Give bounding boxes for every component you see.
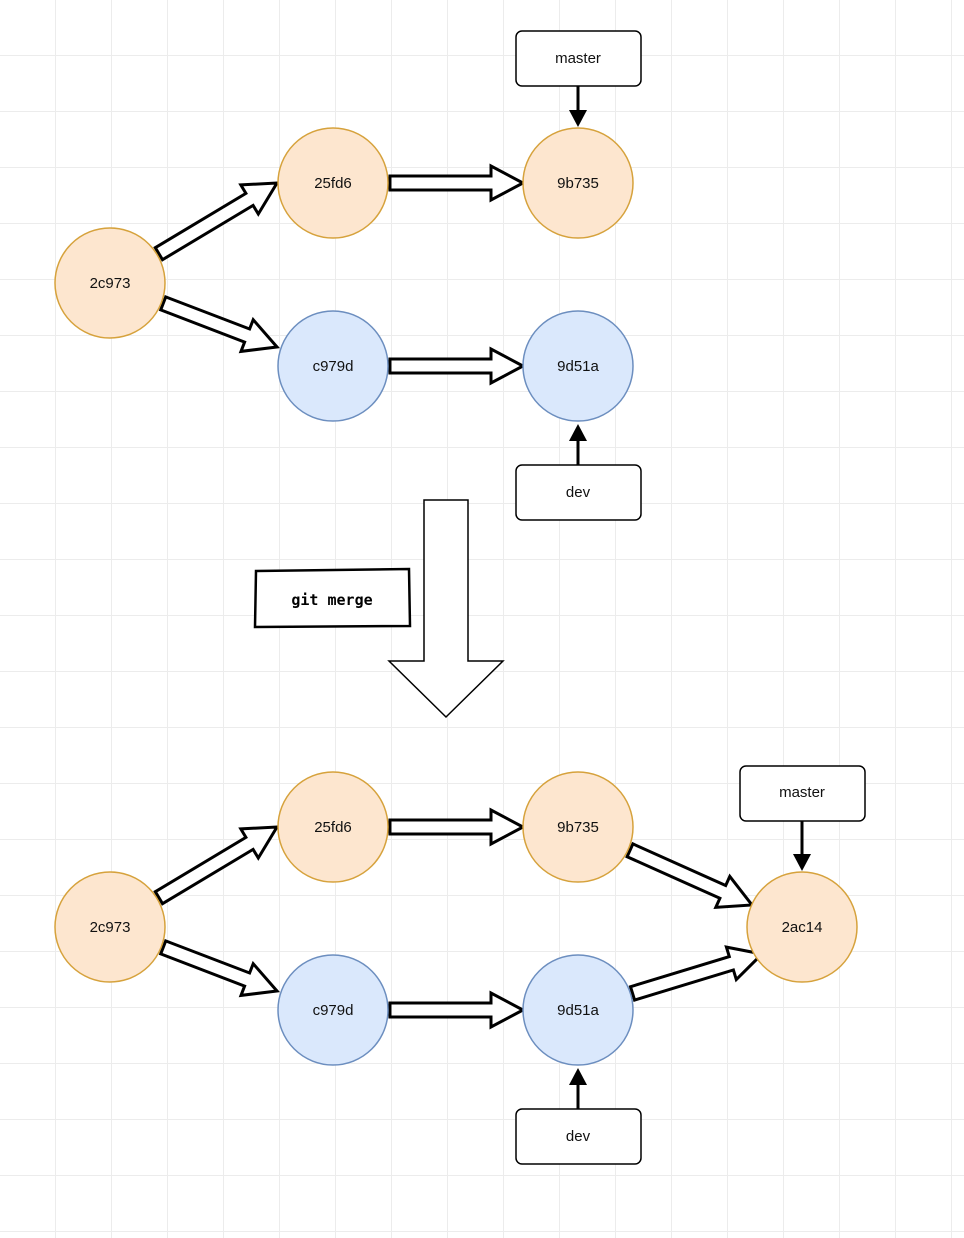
arrow-2c973-to-c979d bbox=[158, 938, 280, 998]
before-graph: master dev 2c973 25fd6 9b735 c979d bbox=[54, 30, 642, 521]
commit-circle bbox=[522, 127, 634, 239]
command-box bbox=[253, 567, 412, 629]
arrow-25fd6-to-9b735 bbox=[388, 807, 527, 847]
commit-circle bbox=[277, 954, 389, 1066]
commit-node: 9d51a bbox=[522, 954, 634, 1066]
commit-id: 2c973 bbox=[90, 275, 131, 292]
branch-pointer-master: master bbox=[739, 765, 866, 871]
arrow-2c973-to-25fd6 bbox=[153, 825, 280, 906]
commit-id: 25fd6 bbox=[314, 819, 352, 836]
arrow-9b735-to-2ac14 bbox=[625, 841, 755, 910]
commit-id: 9d51a bbox=[557, 358, 599, 375]
commit-circle bbox=[746, 871, 858, 983]
commit-node: 2c973 bbox=[54, 227, 166, 339]
commit-circle bbox=[54, 871, 166, 983]
commit-circle bbox=[54, 227, 166, 339]
commit-node: 9b735 bbox=[522, 771, 634, 883]
dev-label: dev bbox=[566, 484, 591, 501]
branch-pointer-master: master bbox=[515, 30, 642, 127]
commit-node: c979d bbox=[277, 954, 389, 1066]
dev-label: dev bbox=[566, 1128, 591, 1145]
branch-pointer-dev: dev bbox=[515, 424, 642, 521]
arrow-2c973-to-c979d bbox=[158, 294, 280, 354]
commit-node: 9d51a bbox=[522, 310, 634, 422]
commit-node: c979d bbox=[277, 310, 389, 422]
master-pointer-head bbox=[793, 854, 811, 871]
arrow-9d51a-to-2ac14 bbox=[628, 945, 766, 1002]
master-label: master bbox=[555, 50, 601, 67]
commit-id: 2ac14 bbox=[782, 919, 823, 936]
commit-node: 25fd6 bbox=[277, 771, 389, 883]
commit-circle bbox=[277, 127, 389, 239]
merge-command-label: git merge bbox=[253, 567, 412, 629]
commit-id: c979d bbox=[313, 358, 354, 375]
commit-id: 9b735 bbox=[557, 819, 599, 836]
after-graph: master dev 2c973 25fd6 9b735 c979d bbox=[54, 765, 866, 1165]
commit-circle bbox=[522, 954, 634, 1066]
master-label: master bbox=[779, 784, 825, 801]
commit-node: 2c973 bbox=[54, 871, 166, 983]
down-arrow-icon bbox=[387, 499, 505, 719]
commit-id: 25fd6 bbox=[314, 175, 352, 192]
commit-circle bbox=[277, 310, 389, 422]
branch-pointer-dev: dev bbox=[515, 1068, 642, 1165]
arrow-c979d-to-9d51a bbox=[388, 346, 527, 386]
commit-id: c979d bbox=[313, 1002, 354, 1019]
commit-id: 9b735 bbox=[557, 175, 599, 192]
commit-id: 9d51a bbox=[557, 1002, 599, 1019]
commit-node: 25fd6 bbox=[277, 127, 389, 239]
commit-id: 2c973 bbox=[90, 919, 131, 936]
arrow-c979d-to-9d51a bbox=[388, 990, 527, 1030]
commit-node: 9b735 bbox=[522, 127, 634, 239]
commit-circle bbox=[522, 771, 634, 883]
master-pointer-head bbox=[569, 110, 587, 127]
dev-pointer-head bbox=[569, 1068, 587, 1085]
commit-circle bbox=[277, 771, 389, 883]
arrow-25fd6-to-9b735 bbox=[388, 163, 527, 203]
command-text: git merge bbox=[291, 591, 372, 609]
merge-commit-node: 2ac14 bbox=[746, 871, 858, 983]
dev-pointer-head bbox=[569, 424, 587, 441]
commit-circle bbox=[522, 310, 634, 422]
arrow-2c973-to-25fd6 bbox=[153, 181, 280, 262]
